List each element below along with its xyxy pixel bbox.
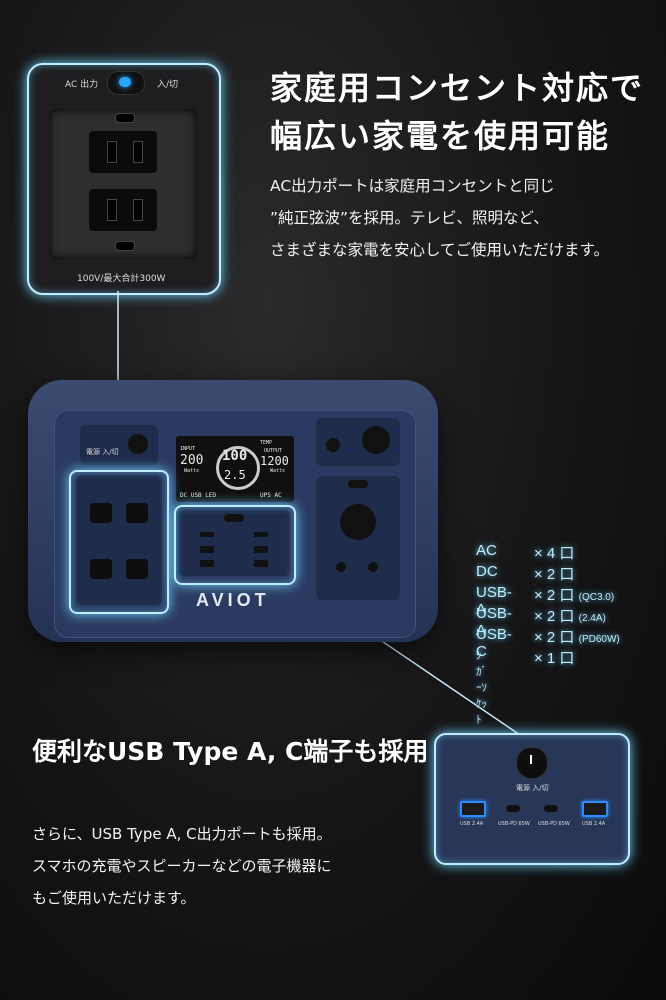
cigarette-panel [316,418,400,466]
usb-c-port-icon[interactable] [506,805,520,812]
description-2: さらに、USB Type A, C出力ポートも採用。 スマホの充電やスピーカーな… [32,825,332,907]
device-usb-panel [178,510,290,576]
usb-port-label: USB 2.4A [460,821,484,827]
usb-power-label: 電源 入/切 [516,784,549,792]
ac-outlet-2 [89,189,157,231]
usb-port-label: USB 2.4A [582,821,606,827]
device-ac-outlets [76,475,162,605]
usb-panel-highlight [174,505,296,585]
power-station-device: 電源 入/切 INPUT 200 Watts 100 2.5 TEMP OUTP… [28,380,438,642]
ac-outlet-1 [89,131,157,173]
button-indicator-icon [119,77,131,87]
usb-a-port-icon[interactable] [582,801,608,817]
usb-port-label: USB-PD 65W [498,821,530,827]
ac-out-label: AC 出力 [65,80,99,90]
ac-outlets-highlight [69,470,169,614]
usb-port-label: USB-PD 65W [538,821,570,827]
power-button-panel: 電源 入/切 [80,425,158,465]
description-1: AC出力ポートは家庭用コンセントと同じ ”純正弦波”を採用。テレビ、照明など、 … [270,177,609,259]
dc-panel [316,476,400,600]
lcd-display: INPUT 200 Watts 100 2.5 TEMP OUTPUT 1200… [176,436,294,502]
usb-panel-callout: 電源 入/切 USB 2.4A USB-PD 65W USB-PD 65W US… [434,733,630,865]
power-icon [530,755,532,764]
ac-outlet-callout: AC 出力 入/切 100V/最大合計300W [27,63,221,295]
brand-logo: AVIOT [196,590,270,610]
ac-outlet-plate [49,109,197,259]
power-button[interactable] [128,434,148,454]
usb-a-port-icon[interactable] [460,801,486,817]
ac-on-off-label: 入/切 [157,80,179,90]
ac-rating-label: 100V/最大合計300W [77,274,166,284]
headline-2: 便利なUSB Type A, C端子も採用 [32,737,429,766]
usb-power-button[interactable] [516,747,548,779]
ac-power-button[interactable] [107,71,145,95]
headline-1: 家庭用コンセント対応で 幅広い家電を使用可能 [270,69,645,155]
battery-ring-icon [216,446,260,490]
usb-c-port-icon[interactable] [544,805,558,812]
